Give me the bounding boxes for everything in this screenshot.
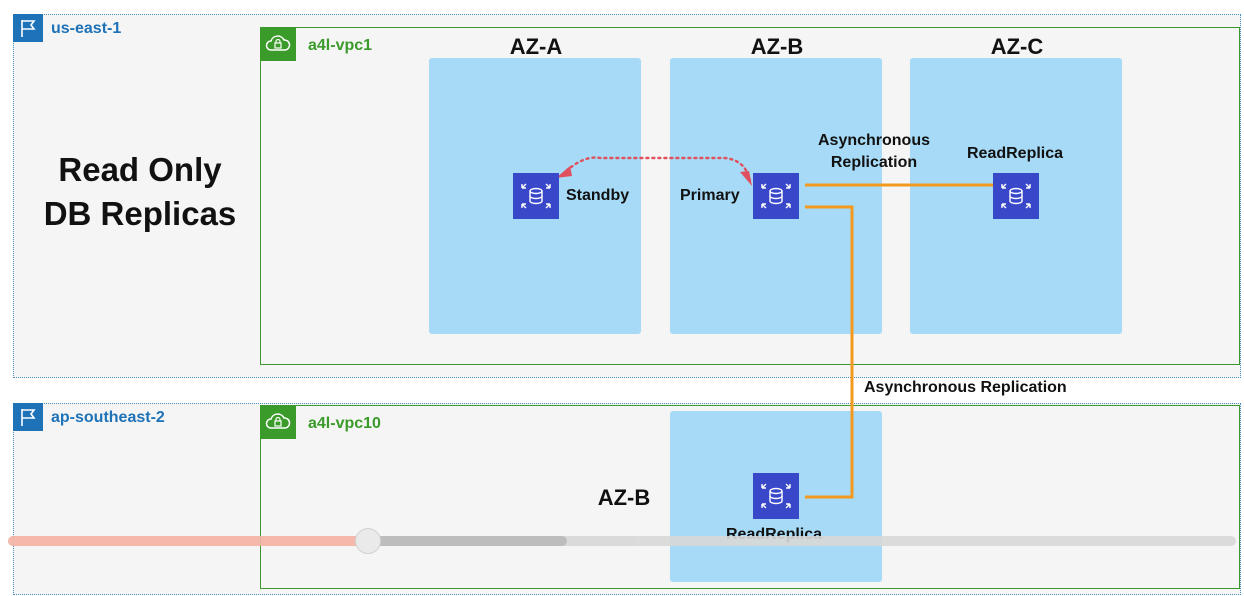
remote-az-b-title: AZ-B — [597, 485, 651, 510]
rds-database-icon — [993, 173, 1039, 219]
rds-database-icon — [513, 173, 559, 219]
az-c-title: AZ-C — [990, 34, 1044, 59]
title-line-2: DB Replicas — [43, 195, 237, 232]
az-b-title: AZ-B — [750, 34, 804, 59]
region-label: ap-southeast-2 — [51, 409, 165, 426]
vpc-label: a4l-vpc1 — [308, 37, 373, 54]
region-label: us-east-1 — [51, 20, 122, 37]
local-replication-label-line-1: Asynchronous — [817, 132, 930, 149]
flag-icon — [13, 14, 43, 42]
vpc-a4l-vpc1: a4l-vpc1 — [260, 27, 1240, 365]
vpc-a4l-vpc10: a4l-vpc10 — [260, 405, 1240, 589]
az-a-title: AZ-A — [509, 34, 563, 59]
flag-icon — [13, 403, 43, 431]
rds-database-icon — [753, 473, 799, 519]
title-line-1: Read Only — [58, 151, 222, 188]
cross-region-replication-label: Asynchronous Replication — [864, 379, 1067, 396]
local-replication-label-line-2: Replication — [830, 154, 918, 171]
read-replica-azc-label: ReadReplica — [967, 145, 1064, 162]
video-played-bar — [8, 536, 368, 546]
region-ap-southeast-2: ap-southeast-2 — [13, 403, 1241, 595]
standby-label: Standby — [566, 187, 630, 204]
primary-label: Primary — [680, 187, 740, 204]
vpc-label: a4l-vpc10 — [308, 415, 381, 432]
vpc-cloud-lock-icon — [260, 27, 296, 61]
local-replication-label: Asynchronous Replication — [810, 130, 938, 174]
video-progress-bar[interactable] — [8, 528, 1236, 554]
diagram-title: Read Only DB Replicas — [20, 148, 260, 236]
video-scrubber-handle[interactable] — [354, 528, 381, 554]
vpc-cloud-lock-icon — [260, 405, 296, 439]
rds-database-icon — [753, 173, 799, 219]
